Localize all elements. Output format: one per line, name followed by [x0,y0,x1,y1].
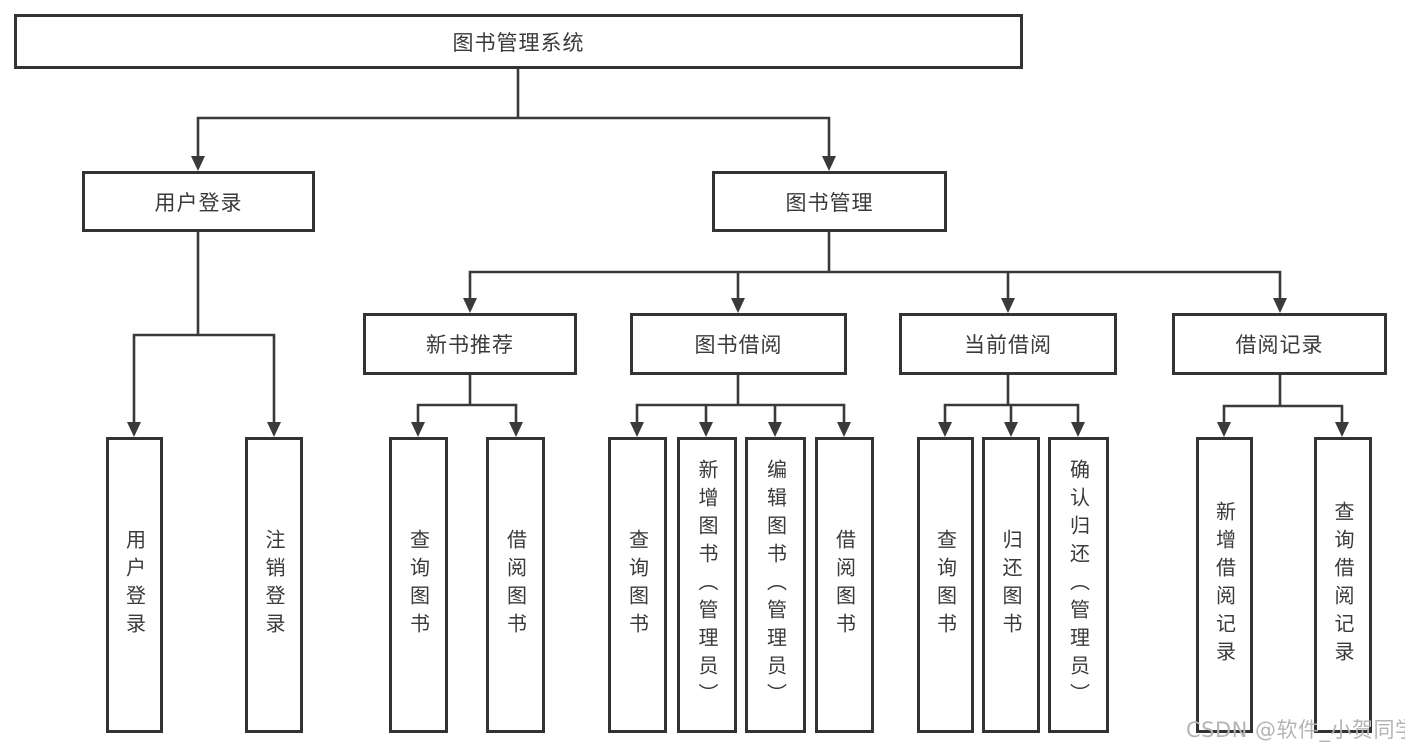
node-label: 借阅图书 [832,529,857,641]
node-label: 图书借阅 [694,333,783,357]
node-label: 确认归还（管理员） [1066,459,1091,711]
node-leaf-confirm-return-admin: 确认归还（管理员） [1048,437,1109,733]
node-user-login: 用户登录 [82,171,315,232]
node-label: 归还图书 [999,529,1023,641]
node-label: 新增借阅记录 [1212,501,1237,669]
node-leaf-borrow-books-recommend: 借阅图书 [486,437,545,733]
node-label: 借阅图书 [503,529,528,641]
node-label: 新增图书（管理员） [695,459,719,711]
node-label: 新书推荐 [426,333,514,357]
node-leaf-borrow-books-borrowing: 借阅图书 [815,437,874,733]
node-leaf-return-book: 归还图书 [982,437,1040,733]
node-label: 查询图书 [406,529,431,641]
node-label: 借阅记录 [1235,333,1324,357]
node-label: 图书管理系统 [452,30,585,55]
node-book-management: 图书管理 [712,171,947,232]
node-leaf-add-book-admin: 新增图书（管理员） [677,437,737,733]
node-label: 查询图书 [933,529,958,641]
node-label: 用户登录 [154,190,243,215]
node-leaf-query-borrow-record: 查询借阅记录 [1314,437,1372,733]
csdn-watermark: CSDN @软件_小贺同学 [1186,718,1405,742]
node-label: 查询借阅记录 [1331,501,1355,669]
node-label: 编辑图书（管理员） [763,459,788,711]
node-leaf-query-books-recommend: 查询图书 [389,437,448,733]
node-leaf-query-books-current: 查询图书 [917,437,974,733]
node-label: 图书管理 [785,190,874,215]
node-library-management-system: 图书管理系统 [14,14,1023,69]
node-label: 当前借阅 [964,333,1052,357]
node-current-borrowing: 当前借阅 [899,313,1117,375]
node-leaf-edit-book-admin: 编辑图书（管理员） [745,437,806,733]
node-leaf-user-login: 用户登录 [106,437,163,733]
node-label: 注销登录 [262,529,286,641]
node-leaf-add-borrow-record: 新增借阅记录 [1196,437,1253,733]
node-leaf-logout-login: 注销登录 [245,437,303,733]
node-book-borrowing: 图书借阅 [630,313,847,375]
node-label: 查询图书 [625,529,650,641]
node-label: 用户登录 [122,529,147,641]
node-borrowing-records: 借阅记录 [1172,313,1387,375]
node-new-book-recommend: 新书推荐 [363,313,577,375]
node-leaf-query-books-borrowing: 查询图书 [608,437,667,733]
